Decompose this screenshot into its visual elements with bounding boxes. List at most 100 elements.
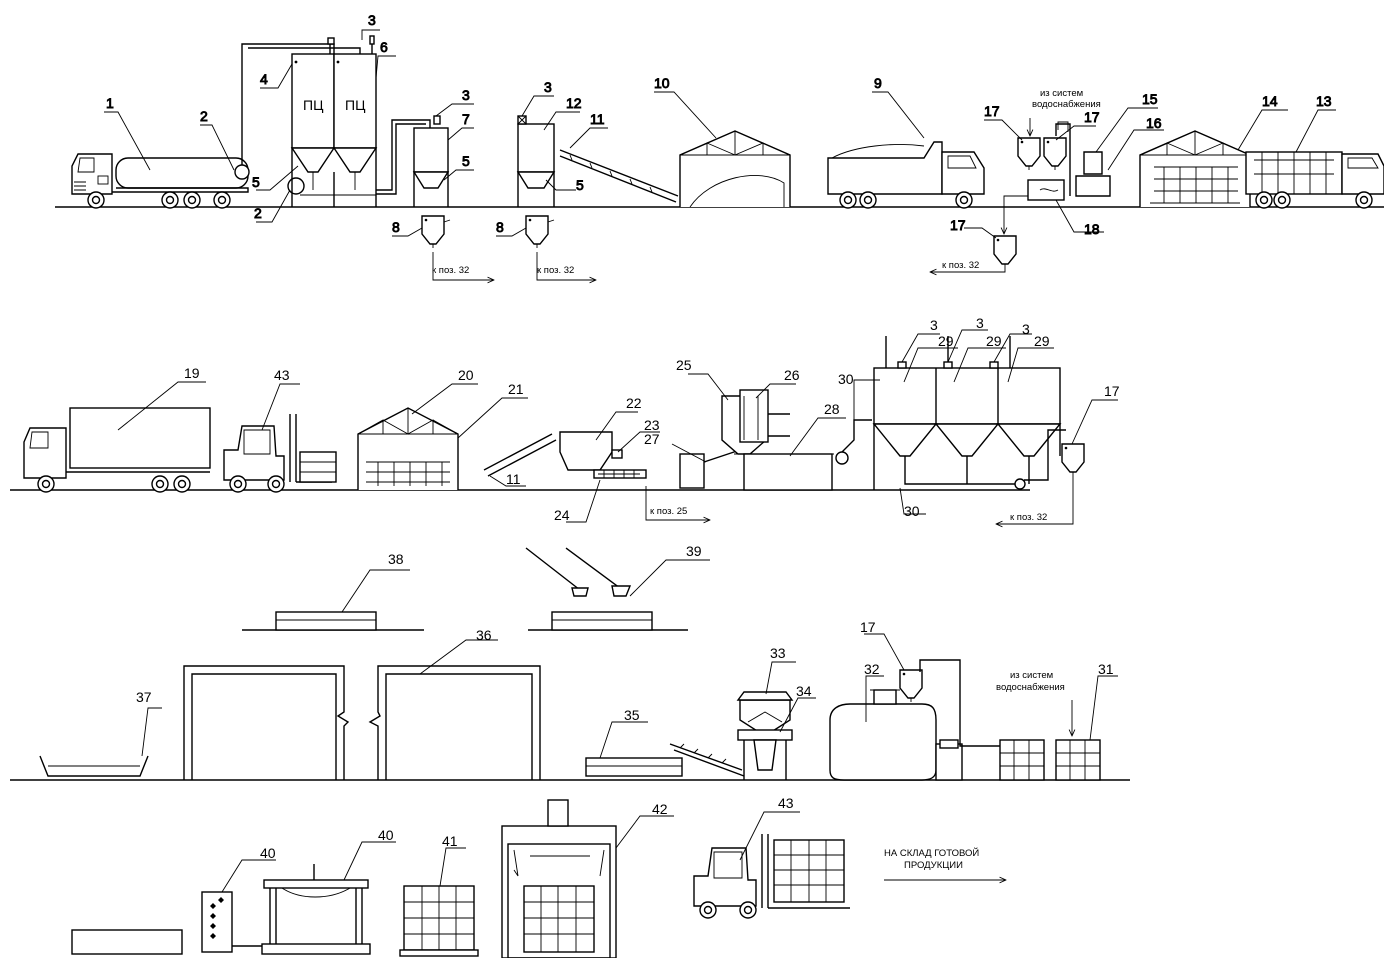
mold-35 (586, 758, 682, 776)
label-9: 9 (874, 75, 882, 91)
label-8b: 8 (496, 219, 504, 235)
label-8a: 8 (392, 219, 400, 235)
doser-17d (1062, 444, 1084, 476)
label-26: 26 (784, 367, 800, 383)
product-block (72, 930, 182, 954)
label-29b: 29 (986, 333, 1002, 349)
note-to-pos-32-c: к поз. 32 (942, 260, 979, 271)
label-18: 18 (1084, 221, 1100, 237)
label-37: 37 (136, 689, 152, 705)
mortar-mixer-33 (738, 692, 792, 780)
label-36: 36 (476, 627, 492, 643)
note-water-supply-1: из систем (1040, 88, 1083, 99)
label-1: 1 (106, 95, 114, 111)
label-17b: 17 (1084, 109, 1100, 125)
label-20: 20 (458, 367, 474, 383)
block-pallet-41 (400, 886, 478, 956)
label-17a: 17 (984, 103, 1000, 119)
cement-tanker-truck (72, 154, 248, 208)
pneumatic-pump (235, 165, 249, 179)
label-40a: 40 (260, 845, 276, 861)
additive-hopper (376, 116, 448, 207)
label-15: 15 (1142, 91, 1158, 107)
label-5a: 5 (252, 174, 260, 190)
label-3e: 3 (976, 315, 984, 331)
label-27: 27 (644, 431, 660, 447)
label-12: 12 (566, 95, 582, 111)
label-24: 24 (554, 507, 570, 523)
row-4-labels: 37 36 35 33 34 32 17 31 (136, 619, 1118, 758)
label-33: 33 (770, 645, 786, 661)
label-43b: 43 (778, 795, 794, 811)
row-5-finishing: НА СКЛАД ГОТОВОЙ ПРОДУКЦИИ (72, 800, 1006, 958)
label-42: 42 (652, 801, 668, 817)
label-39: 39 (686, 543, 702, 559)
slurry-tank-32 (830, 690, 962, 780)
row-2-gypsum-and-mixing: к поз. 25 (10, 336, 1084, 524)
dump-truck (828, 142, 984, 208)
label-2b: 2 (254, 205, 262, 221)
label-40b: 40 (378, 827, 394, 843)
label-22: 22 (626, 395, 642, 411)
lime-silo (518, 116, 554, 207)
packing-machine-42 (502, 800, 616, 958)
label-25: 25 (676, 357, 692, 373)
doser-8a (422, 216, 450, 248)
label-32: 32 (864, 661, 880, 677)
label-3b: 3 (462, 87, 470, 103)
label-17d: 17 (1104, 383, 1120, 399)
label-43a: 43 (274, 367, 290, 383)
label-21: 21 (508, 381, 524, 397)
forklift-43b (694, 834, 850, 918)
label-30a: 30 (838, 371, 854, 387)
forklift-43a (224, 414, 336, 492)
label-6: 6 (380, 39, 388, 55)
label-5c: 5 (576, 177, 584, 193)
row-1-raw-materials: ПЦ ПЦ к поз. 32 к поз. 32 (55, 36, 1384, 280)
label-4: 4 (260, 71, 268, 87)
doser-17e (900, 670, 922, 702)
note-to-pos-32-a: к поз. 32 (432, 265, 469, 276)
binder-silos-29 (874, 336, 1066, 490)
doser-8b (526, 216, 554, 248)
note-to-pos-25: к поз. 25 (650, 506, 687, 517)
cement-silos: ПЦ ПЦ (292, 36, 376, 207)
row-3-molds: 38 39 (242, 543, 710, 630)
box-truck-19 (24, 408, 210, 492)
label-29a: 29 (938, 333, 954, 349)
label-7: 7 (462, 111, 470, 127)
label-13: 13 (1316, 93, 1332, 109)
label-14: 14 (1262, 93, 1278, 109)
mold-39 (552, 612, 652, 630)
note-finished-goods-2: ПРОДУКЦИИ (904, 860, 963, 871)
mold-38 (276, 612, 376, 630)
row-4-curing-line: из систем водоснабжения (10, 660, 1130, 780)
label-2a: 2 (200, 108, 208, 124)
label-3f: 3 (1022, 321, 1030, 337)
label-11b: 11 (506, 471, 521, 487)
note-finished-goods-1: НА СКЛАД ГОТОВОЙ (884, 847, 979, 859)
label-17e: 17 (860, 619, 876, 635)
note-to-pos-32-b: к поз. 32 (537, 265, 574, 276)
curing-chamber-36 (184, 666, 540, 780)
silo-label-right: ПЦ (345, 97, 366, 113)
water-tanks-31: из систем водоснабжения (996, 670, 1100, 780)
label-35: 35 (624, 707, 640, 723)
belt-conveyor-11b (484, 434, 556, 476)
label-38: 38 (388, 551, 404, 567)
label-29c: 29 (1034, 333, 1050, 349)
sand-storage-hangar (680, 131, 790, 207)
label-34: 34 (796, 683, 812, 699)
pneumatic-pump-2 (288, 178, 304, 194)
label-19: 19 (184, 365, 200, 381)
feed-bin-22 (560, 432, 646, 478)
mixer-unit (680, 390, 872, 490)
note-to-pos-32-d: к поз. 32 (1010, 512, 1047, 523)
label-3a: 3 (368, 12, 376, 28)
silo-label-left: ПЦ (303, 97, 324, 113)
pallet-truck-13 (1246, 152, 1384, 208)
label-3c: 3 (544, 79, 552, 95)
label-30b: 30 (904, 503, 920, 519)
label-11a: 11 (590, 111, 605, 127)
